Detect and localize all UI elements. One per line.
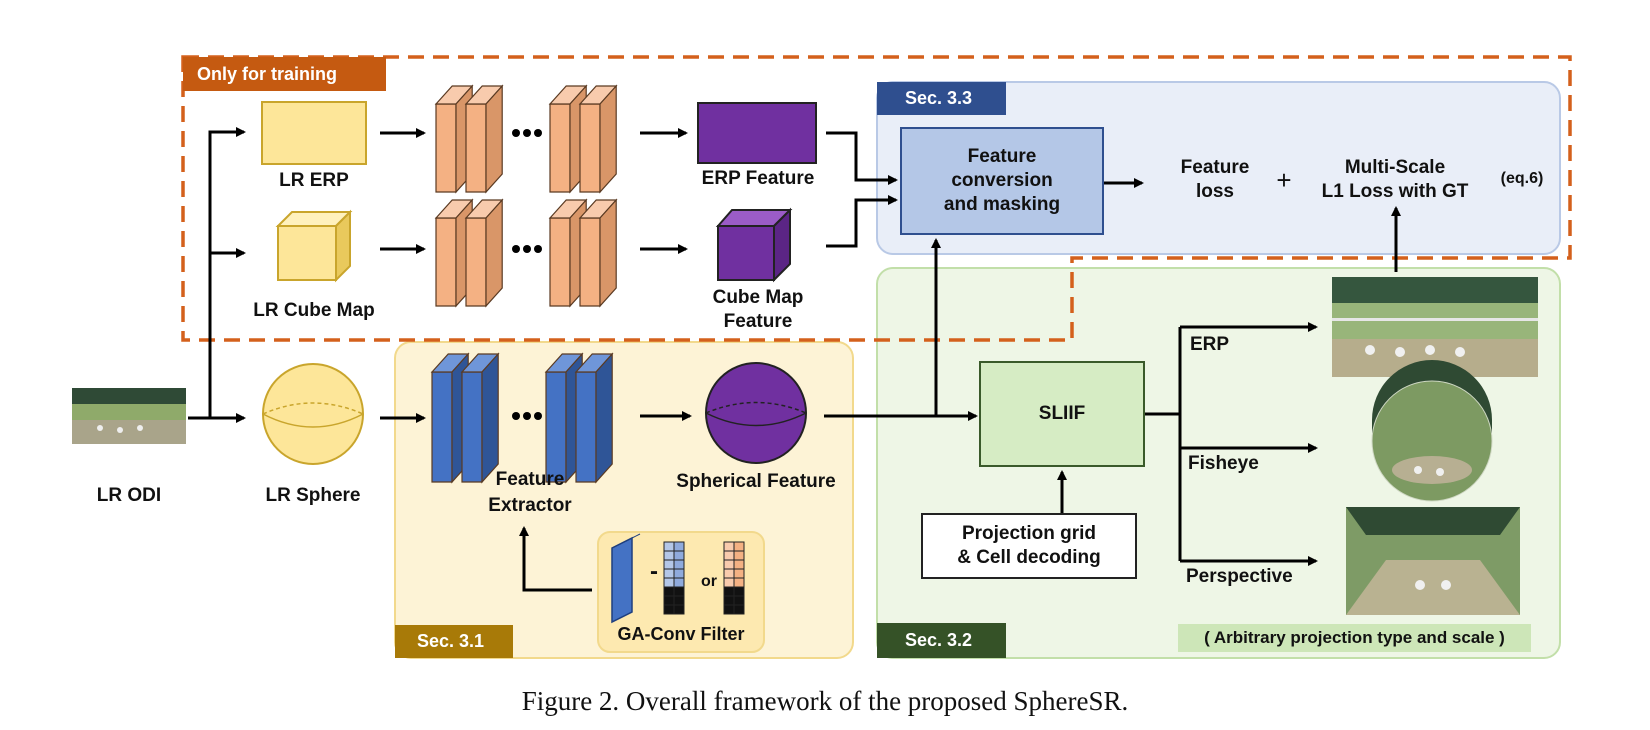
arbitrary-bg	[1178, 624, 1531, 652]
sec31-tag: Sec. 3.1	[417, 631, 485, 651]
lr-erp-shape	[261, 101, 367, 165]
cube-map-feature-label-2: Feature	[723, 311, 793, 332]
cube-map-feature-shape	[715, 207, 793, 283]
feature-loss-line-2: loss	[1195, 181, 1235, 202]
erp-output-label: ERP	[1190, 334, 1230, 355]
sec33-tag-bg	[877, 82, 1006, 115]
sec32-tag: Sec. 3.2	[905, 630, 973, 650]
feature-conversion-line-2: conversion	[951, 170, 1053, 191]
feature-conversion-text: Feature conversion and masking	[901, 128, 1103, 234]
lr-cube-map-label: LR Cube Map	[253, 300, 375, 321]
figure-caption: Figure 2. Overall framework of the propo…	[521, 686, 1129, 716]
erp-feature-shape	[697, 102, 817, 164]
projection-grid-box	[921, 513, 1137, 579]
conv-slab-2-3	[574, 352, 614, 484]
spherical-feature-shape	[705, 362, 807, 464]
conv-slab-1-1	[464, 198, 504, 308]
projection-grid-line-2: & Cell decoding	[957, 547, 1101, 568]
training-dashed-region	[181, 55, 1572, 342]
only-training-tag-bg	[183, 57, 386, 91]
projection-grid-text: Projection grid & Cell decoding	[922, 514, 1136, 578]
sliif-box	[979, 361, 1145, 467]
sec32-tag-bg	[877, 623, 1006, 658]
perspective-output-label: Perspective	[1186, 566, 1293, 587]
ellipsis-dots	[512, 129, 542, 420]
ga-conv-blue-filter	[611, 533, 641, 624]
input-branch-arrows	[188, 127, 246, 423]
feature-extractor-label-1: Feature	[495, 469, 565, 490]
lr-odi-label: LR ODI	[96, 485, 162, 506]
sliif-text: SLIIF	[1038, 403, 1086, 424]
erp-feature-label: ERP Feature	[701, 168, 815, 189]
conv-slab-1-3	[578, 198, 618, 308]
only-training-tag: Only for training	[197, 63, 338, 84]
conv-slab-0-1	[464, 84, 504, 194]
ga-conv-minus: -	[650, 558, 658, 585]
ga-conv-or: or	[701, 573, 717, 590]
ga-conv-grids	[663, 541, 745, 615]
arbitrary-projection-text: ( Arbitrary projection type and scale )	[1204, 628, 1505, 647]
ga-grid-blue	[663, 541, 685, 615]
feature-conversion-line-1: Feature	[967, 146, 1037, 167]
plus-sign: +	[1276, 165, 1292, 195]
lr-cube-shape	[275, 209, 353, 283]
sec31-tag-bg	[395, 625, 513, 658]
ga-conv-filter-label: GA-Conv Filter	[617, 624, 745, 644]
multiscale-line-1: Multi-Scale	[1344, 157, 1446, 178]
ga-grid-orange	[723, 541, 745, 615]
output-fisheye-image	[1371, 360, 1493, 502]
feature-conversion-box	[900, 127, 1104, 235]
spherical-feature-label: Spherical Feature	[676, 471, 836, 492]
pipeline-arrows	[380, 128, 1401, 592]
projection-grid-line-1: Projection grid	[961, 523, 1097, 544]
feature-loss-text: Feature loss	[1160, 152, 1270, 208]
conv-slab-0-3	[578, 84, 618, 194]
feature-conversion-line-3: and masking	[943, 194, 1061, 215]
fisheye-output-label: Fisheye	[1188, 453, 1259, 474]
conv-stacks	[430, 84, 618, 484]
lr-erp-label: LR ERP	[279, 170, 349, 191]
sec33-tag: Sec. 3.3	[905, 88, 973, 108]
lr-odi-image	[72, 388, 186, 444]
lr-sphere-shape	[262, 363, 364, 465]
eq6-label: (eq.6)	[1500, 170, 1544, 187]
feature-extractor-label-2: Extractor	[488, 495, 572, 516]
feature-loss-line-1: Feature	[1180, 157, 1250, 178]
cube-map-feature-label-1: Cube Map	[712, 287, 804, 308]
lr-sphere-label: LR Sphere	[265, 485, 361, 506]
conv-slab-2-1	[460, 352, 500, 484]
multiscale-loss-text: Multi-Scale L1 Loss with GT	[1300, 152, 1490, 208]
output-perspective-image	[1346, 507, 1520, 615]
multiscale-line-2: L1 Loss with GT	[1321, 181, 1469, 202]
